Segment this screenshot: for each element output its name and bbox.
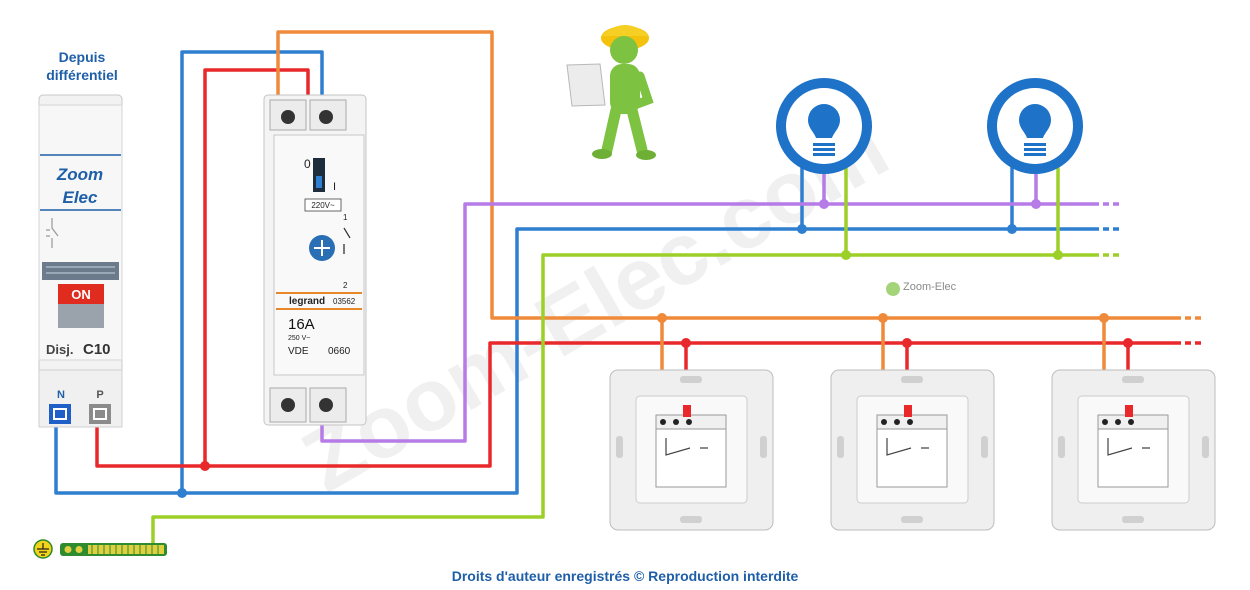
junction-neutral [177, 488, 187, 498]
lamp-2 [987, 78, 1083, 174]
zoom-elec-logo-text: Zoom-Elec [903, 281, 957, 293]
junction-sw2-ph [902, 338, 912, 348]
push-button-3[interactable] [1051, 369, 1216, 531]
breaker-phase-label: P [96, 389, 103, 401]
relay-contact-2: 2 [343, 281, 348, 290]
junction-lamp1-e [841, 250, 851, 260]
worker-mascot-icon [566, 25, 656, 160]
breaker-model: C10 [83, 341, 111, 358]
neutral-wire-main [54, 227, 1093, 495]
breaker-neutral-terminal[interactable] [49, 404, 71, 424]
junction-lamp1-l [819, 199, 829, 209]
relay-position-off: 0 [304, 157, 311, 171]
relay-reference: 03562 [333, 297, 356, 306]
relay-rating: 16A [288, 316, 315, 333]
junction-dots [177, 199, 1133, 498]
breaker-model-prefix: Disj. [46, 342, 73, 357]
push-button-1[interactable] [609, 369, 774, 531]
earth-bar [33, 539, 167, 559]
return-wire-main [276, 30, 1175, 320]
breaker-neutral-label: N [57, 389, 65, 401]
junction-lamp2-l [1031, 199, 1041, 209]
relay-coil-voltage: 220V~ [311, 201, 335, 210]
lamp-1 [776, 78, 872, 174]
junction-sw1-ret [657, 313, 667, 323]
junction-sw2-ret [878, 313, 888, 323]
breaker-symbol-icon [46, 218, 59, 248]
relay-standard: VDE [288, 346, 309, 357]
header-line-2: différentiel [46, 67, 118, 83]
breaker-on-indicator [58, 284, 104, 304]
phase-wire-relay [203, 68, 310, 466]
push-button-2[interactable] [830, 369, 995, 531]
breaker-phase-terminal[interactable] [89, 404, 111, 424]
neutral-wire-relay [180, 50, 324, 493]
breaker-brand-line-1: Zoom [56, 165, 103, 184]
relay-bottom-screw-1[interactable] [281, 398, 295, 412]
relay-contact-1: 1 [343, 213, 348, 222]
coil-wire-main [320, 202, 1093, 443]
junction-sw3-ph [1123, 338, 1133, 348]
phase-wire-main [95, 341, 1175, 468]
impulse-relay: 0 I 220V~ 1 2 legrand 03562 16A 250 V~ V… [263, 94, 367, 426]
circuit-breaker: Zoom Elec ON Disj. C10 N P [38, 94, 123, 428]
copyright-notice: Droits d'auteur enregistrés © Reproducti… [452, 568, 799, 584]
junction-phase [200, 461, 210, 471]
breaker-on-label: ON [71, 287, 91, 302]
breaker-handle[interactable] [42, 262, 119, 280]
relay-top-screw-1[interactable] [281, 110, 295, 124]
lightbulb-icon [1019, 104, 1051, 156]
relay-voltage: 250 V~ [288, 335, 310, 342]
relay-position-on: I [333, 181, 336, 193]
zoom-elec-logo: Zoom-Elec [886, 281, 957, 296]
relay-code: 0660 [328, 346, 351, 357]
junction-lamp2-e [1053, 250, 1063, 260]
junction-sw1-ph [681, 338, 691, 348]
junction-lamp2-n [1007, 224, 1017, 234]
relay-brand: legrand [289, 296, 325, 307]
header-line-1: Depuis [59, 49, 106, 65]
earth-wire-main [151, 253, 1093, 545]
breaker-brand-line-2: Elec [63, 188, 99, 207]
lightbulb-icon [808, 104, 840, 156]
junction-lamp1-n [797, 224, 807, 234]
junction-sw3-ret [1099, 313, 1109, 323]
relay-bottom-screw-2[interactable] [319, 398, 333, 412]
relay-top-screw-2[interactable] [319, 110, 333, 124]
